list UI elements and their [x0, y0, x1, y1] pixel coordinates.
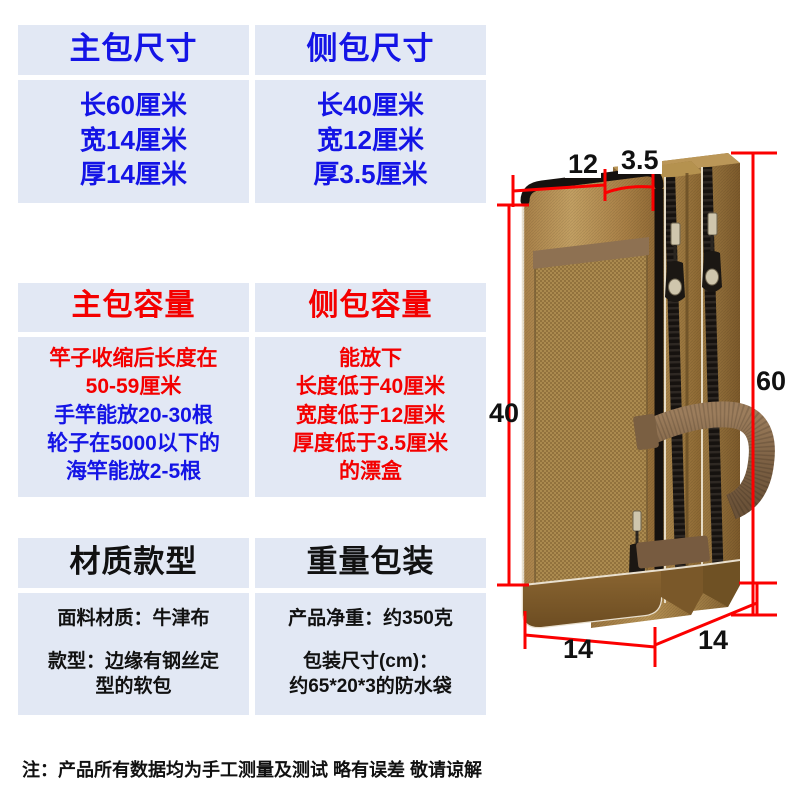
- bag-bottom-front: [523, 570, 661, 628]
- section-capacity: 主包容量 竿子收缩后长度在 50-59厘米 手竿能放20-30根 轮子在5000…: [18, 283, 486, 497]
- bag-bottom-middle: [661, 565, 703, 615]
- spec-header: 侧包容量: [255, 283, 486, 332]
- spec-body: 竿子收缩后长度在 50-59厘米 手竿能放20-30根 轮子在5000以下的 海…: [18, 337, 249, 497]
- spec-line: 产品净重：约350克: [288, 608, 453, 629]
- spec-line: 厚14厘米: [80, 159, 187, 190]
- spec-line: 宽度低于12厘米: [295, 403, 446, 427]
- strap-keeper-upper: [633, 414, 659, 450]
- spec-line: 海竿能放2-5根: [65, 460, 202, 484]
- bag-illustration: [497, 151, 777, 667]
- spec-line: 约65*20*3的防水袋: [289, 676, 452, 698]
- spec-line: 厚3.5厘米: [313, 159, 428, 190]
- spec-line: 厚度低于3.5厘米: [292, 432, 449, 456]
- spec-column-weight-packaging: 重量包装 产品净重：约350克 包装尺寸(cm)： 约65*20*3的防水袋: [255, 538, 486, 715]
- spec-line: 能放下: [339, 347, 402, 370]
- strap-keeper-lower: [636, 535, 710, 569]
- zipper-pull-back: [702, 212, 722, 292]
- spec-body: 产品净重：约350克 包装尺寸(cm)： 约65*20*3的防水袋: [255, 593, 486, 715]
- footnote-disclaimer: 注：产品所有数据均为手工测量及测试 略有误差 敬请谅解: [22, 760, 482, 780]
- mesh-pocket: [535, 251, 647, 599]
- bag-bottom-back: [703, 560, 740, 607]
- section-material-weight: 材质款型 面料材质：牛津布 款型：边缘有钢丝定 型的软包 重量包装 产品净重：约…: [18, 538, 486, 715]
- spec-header: 侧包尺寸: [255, 25, 486, 75]
- spec-column-side-bag-size: 侧包尺寸 长40厘米 宽12厘米 厚3.5厘米: [255, 25, 486, 203]
- line-35: [604, 185, 654, 195]
- spec-line: 宽12厘米: [317, 124, 424, 155]
- section-dimensions: 主包尺寸 长60厘米 宽14厘米 厚14厘米 侧包尺寸 长40厘米 宽12厘米 …: [18, 25, 486, 203]
- spec-line: 竿子收缩后长度在: [49, 347, 218, 370]
- spec-body: 能放下 长度低于40厘米 宽度低于12厘米 厚度低于3.5厘米 的漂盒: [255, 337, 486, 497]
- spec-column-main-bag-capacity: 主包容量 竿子收缩后长度在 50-59厘米 手竿能放20-30根 轮子在5000…: [18, 283, 249, 497]
- dimension-label-side-length: 40: [489, 398, 520, 428]
- line-12: [512, 183, 606, 193]
- spec-body: 面料材质：牛津布 款型：边缘有钢丝定 型的软包: [18, 593, 249, 715]
- spec-line: 款型：边缘有钢丝定: [47, 650, 219, 672]
- zipper-pull-middle: [665, 222, 685, 302]
- line-14a: [524, 633, 656, 649]
- spec-column-main-bag-size: 主包尺寸 长60厘米 宽14厘米 厚14厘米: [18, 25, 249, 203]
- dimension-label-side-width: 12: [565, 151, 602, 178]
- spec-header: 重量包装: [255, 538, 486, 588]
- front-zipper-top: [520, 167, 664, 206]
- spec-header: 主包容量: [18, 283, 249, 332]
- spec-column-side-bag-capacity: 侧包容量 能放下 长度低于40厘米 宽度低于12厘米 厚度低于3.5厘米 的漂盒: [255, 283, 486, 497]
- dimension-label-bottom-width: 14: [563, 634, 594, 664]
- spec-line: 手竿能放20-30根: [54, 403, 213, 427]
- dimension-lines: [497, 151, 777, 667]
- spec-line: 包装尺寸(cm)：: [302, 650, 439, 672]
- spec-line: 长度低于40厘米: [295, 375, 446, 399]
- spec-body: 长40厘米 宽12厘米 厚3.5厘米: [255, 80, 486, 203]
- spec-line: 面料材质：牛津布: [57, 608, 210, 629]
- mesh-pocket-binding: [533, 237, 649, 269]
- dimension-label-side-thickness: 3.5: [618, 147, 662, 174]
- spec-header: 材质款型: [18, 538, 249, 588]
- spec-line-gap: [21, 632, 246, 649]
- spec-line: 型的软包: [95, 676, 172, 698]
- spec-line: 50-59厘米: [85, 375, 182, 399]
- spec-header: 主包尺寸: [18, 25, 249, 75]
- spec-line: 长40厘米: [317, 90, 424, 120]
- dimension-label-main-length: 60: [756, 366, 787, 396]
- line-14b: [654, 601, 758, 647]
- specification-panel: 主包尺寸 长60厘米 宽14厘米 厚14厘米 侧包尺寸 长40厘米 宽12厘米 …: [18, 25, 486, 715]
- spec-line: 长60厘米: [80, 90, 187, 120]
- dimension-label-bottom-depth: 14: [698, 625, 729, 655]
- product-photo: 12 3.5 60 40 14 14: [489, 115, 795, 675]
- spec-line: 的漂盒: [339, 460, 402, 484]
- spec-line-gap: [258, 632, 483, 649]
- spec-column-material: 材质款型 面料材质：牛津布 款型：边缘有钢丝定 型的软包: [18, 538, 249, 715]
- spec-line: 宽14厘米: [80, 124, 187, 155]
- spec-line: 轮子在5000以下的: [47, 432, 220, 456]
- spec-body: 长60厘米 宽14厘米 厚14厘米: [18, 80, 249, 203]
